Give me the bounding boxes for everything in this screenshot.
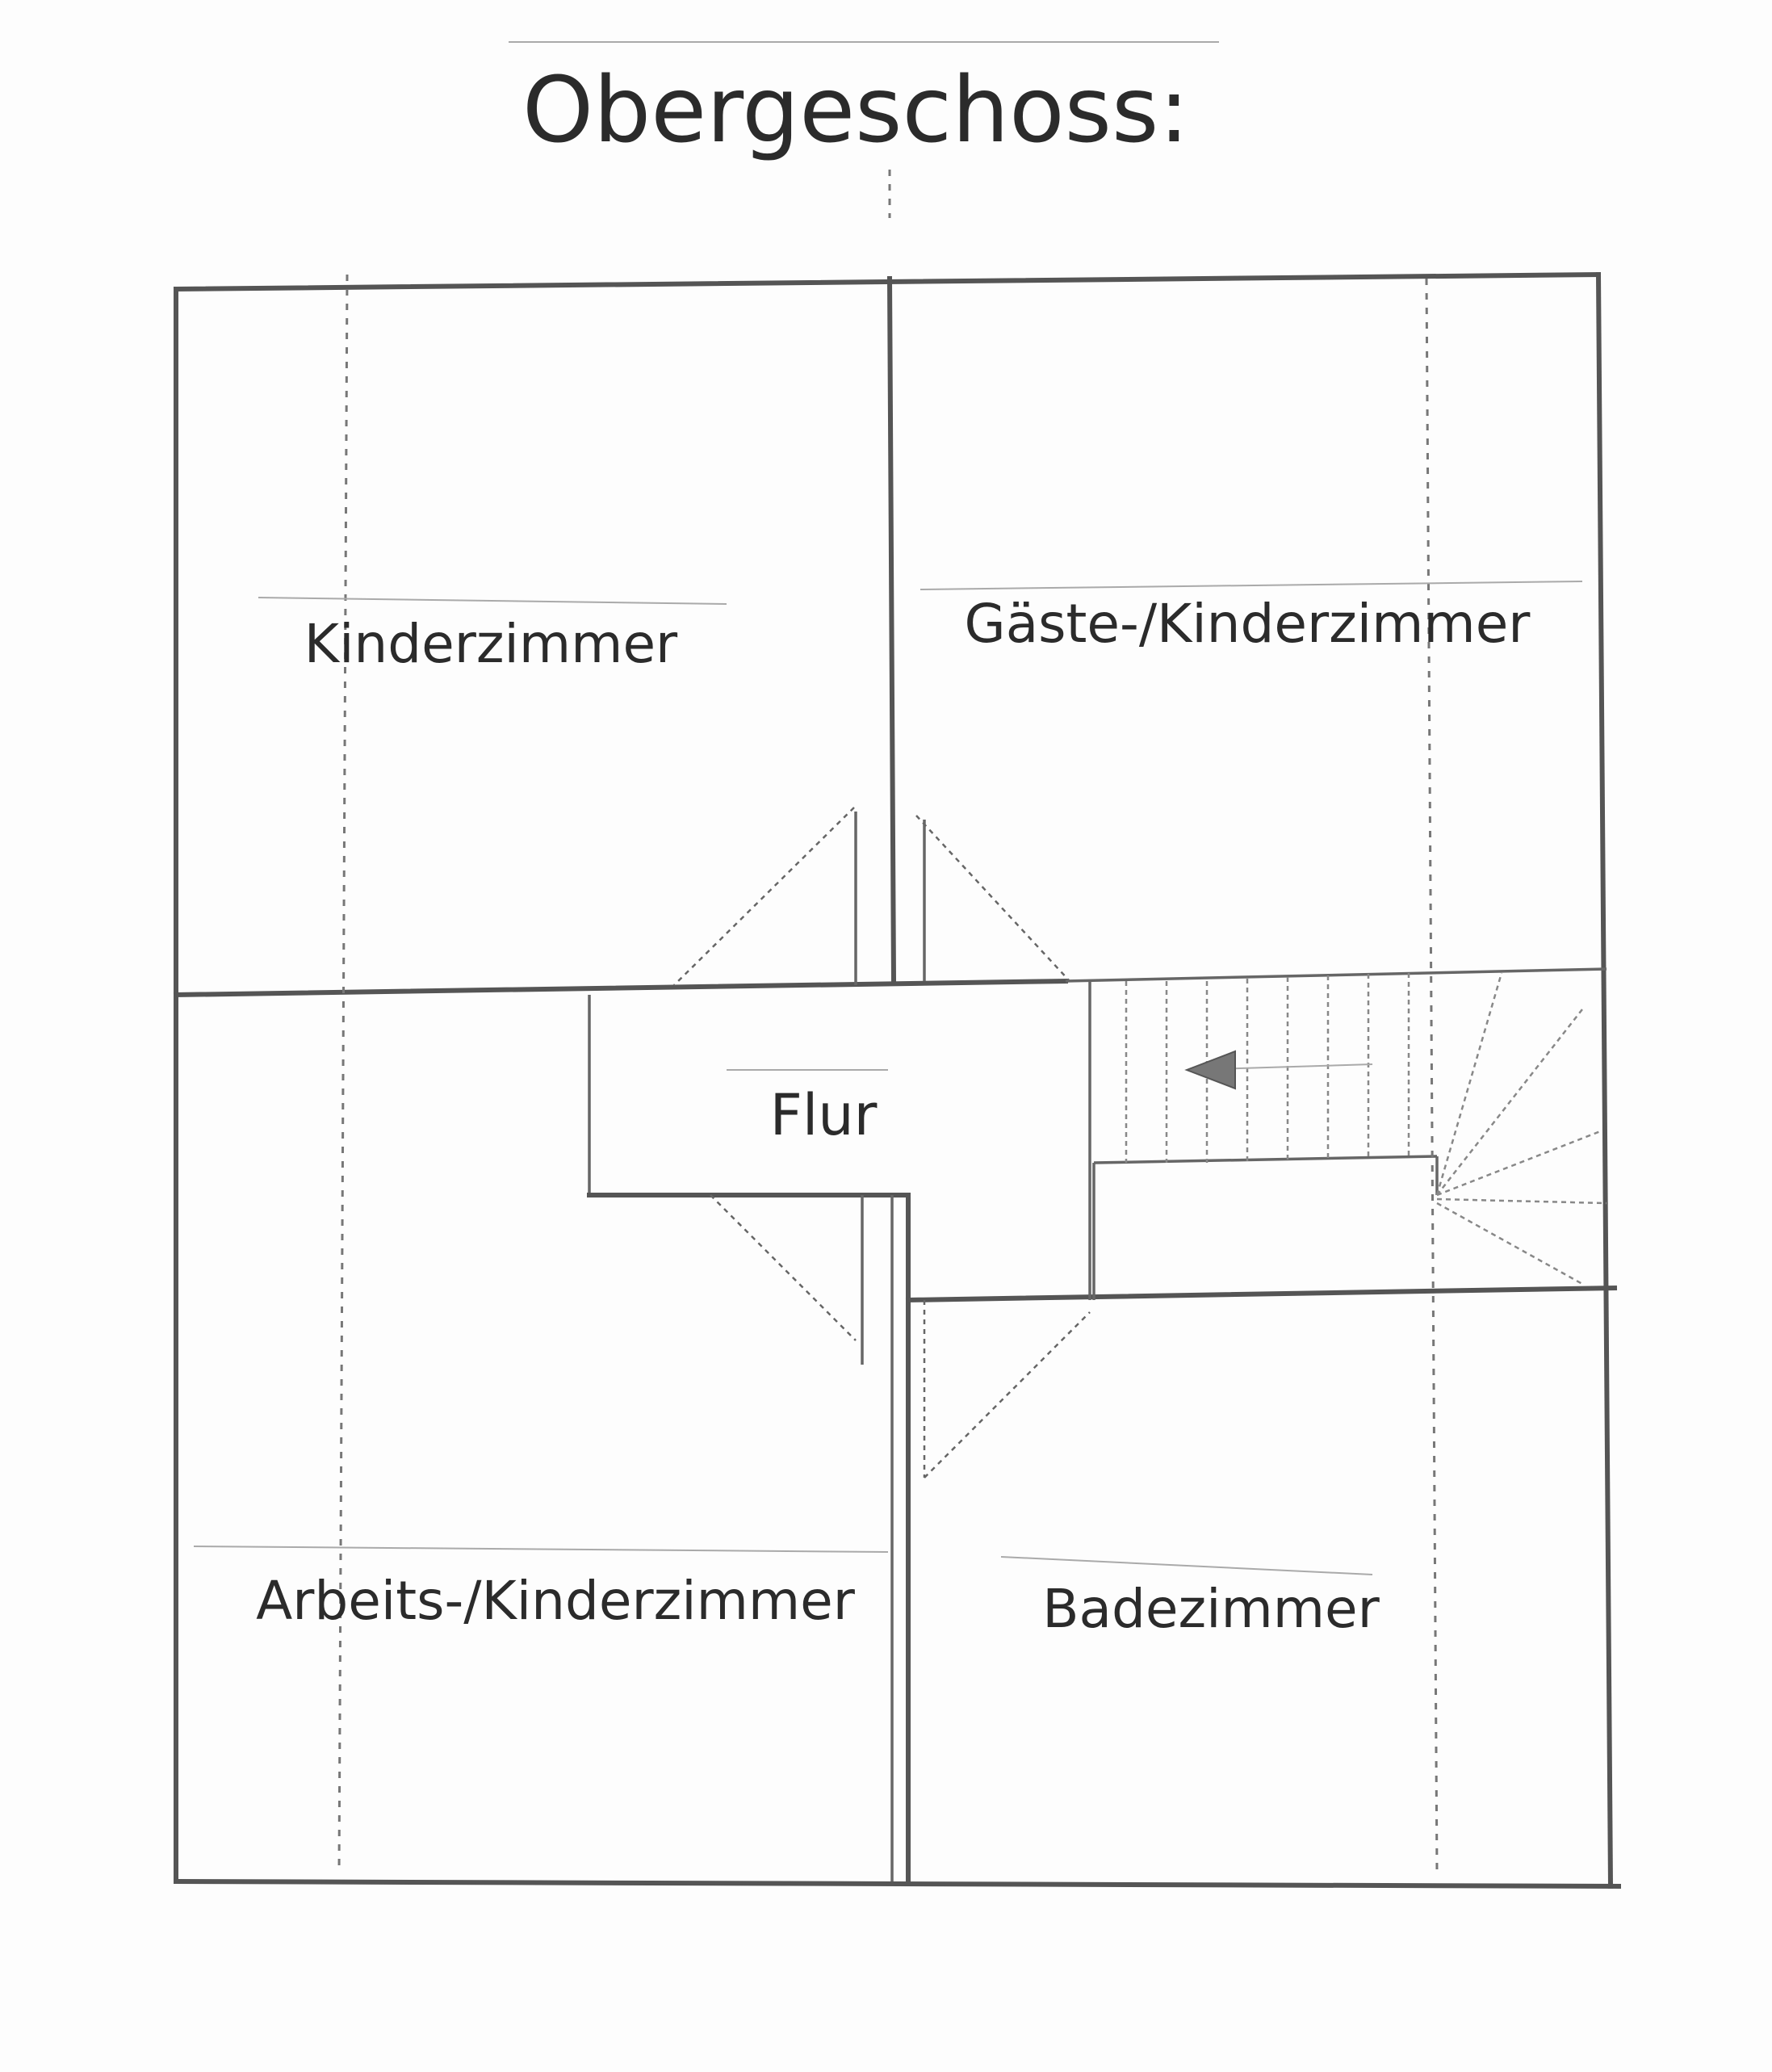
- room-label-arbeits-kinderzimmer: Arbeits-/Kinderzimmer: [256, 1570, 856, 1632]
- room-label-flur: Flur: [770, 1082, 878, 1148]
- roof-slope-lines: [337, 274, 1439, 1874]
- room-label-gaeste-kinderzimmer: Gäste-/Kinderzimmer: [965, 593, 1531, 655]
- stair-arrow: [1184, 1050, 1236, 1090]
- door-swings: [673, 807, 1091, 1479]
- staircase: [1125, 972, 1607, 1286]
- interior-walls: [173, 275, 1618, 1884]
- label-rules: [193, 581, 1583, 1575]
- room-label-badezimmer: Badezimmer: [1042, 1578, 1380, 1640]
- outer-walls: [173, 271, 1622, 1890]
- page-title: Obergeschoss:: [522, 58, 1189, 163]
- room-label-kinderzimmer: Kinderzimmer: [304, 613, 678, 675]
